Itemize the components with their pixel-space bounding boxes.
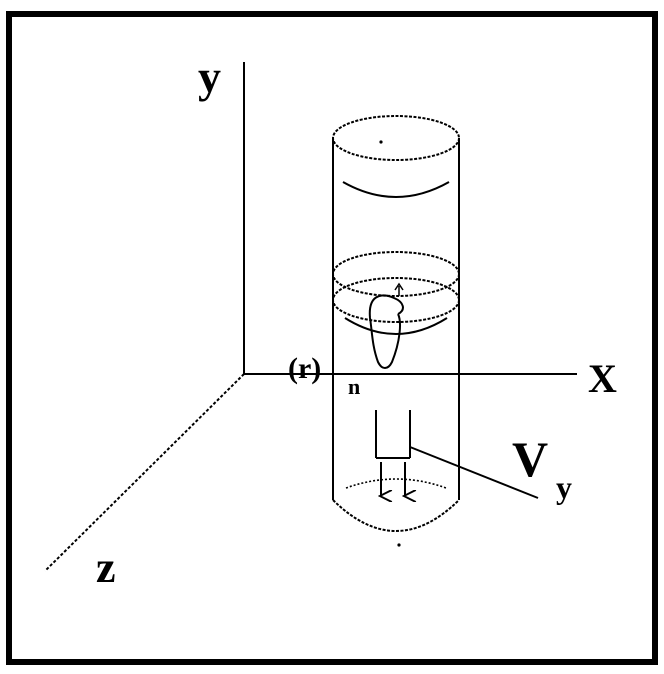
velocity-leader-line	[409, 446, 539, 499]
disk-top-ellipse	[332, 251, 460, 297]
cylinder-top-cap	[332, 115, 460, 161]
point-label: n	[348, 374, 360, 399]
disk-front-rim	[344, 317, 448, 335]
x-axis-label: X	[588, 356, 617, 401]
vortex-swirl	[368, 294, 404, 369]
upper-section-arc	[342, 181, 450, 198]
top-cap-dot	[379, 140, 383, 144]
velocity-label-main: V	[512, 431, 548, 487]
velocity-label-subscript: y	[556, 469, 572, 505]
outer-frame	[6, 11, 658, 665]
bottom-cap-dot	[397, 543, 401, 547]
z-axis-label: z	[96, 543, 116, 592]
cylinder-bottom-cap	[332, 499, 460, 532]
cylinder-bottom-back	[345, 478, 447, 489]
origin-label: (r)	[288, 352, 321, 385]
z-axis-line	[44, 373, 245, 572]
disk-lower-ellipse	[332, 277, 460, 323]
y-axis-label: y	[198, 51, 221, 102]
swirl-mark	[394, 282, 404, 296]
